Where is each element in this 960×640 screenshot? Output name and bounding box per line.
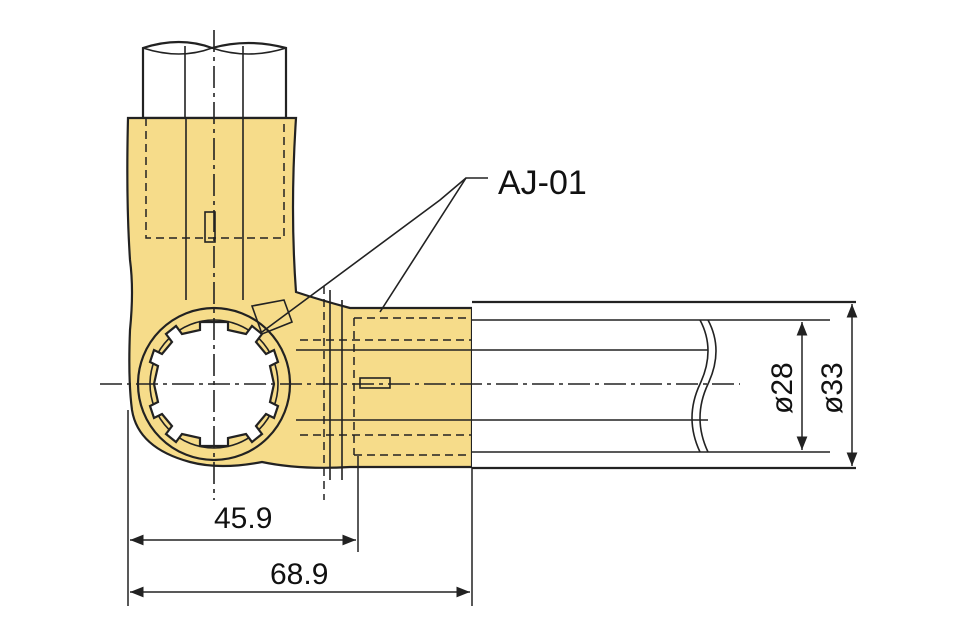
dim-label-inner-diameter: ø28 — [766, 362, 799, 414]
centerlines — [100, 30, 740, 500]
dim-label-outer-offset: 68.9 — [270, 558, 328, 591]
part-leader — [261, 177, 488, 333]
horizontal-pipe — [472, 300, 856, 470]
diameter-dimensions — [796, 304, 858, 466]
part-label: AJ-01 — [498, 164, 587, 202]
dim-label-inner-offset: 45.9 — [214, 502, 272, 535]
horizontal-dimensions — [127, 410, 473, 606]
elbow-fitting — [126, 116, 474, 480]
dim-label-outer-diameter: ø33 — [816, 362, 849, 414]
